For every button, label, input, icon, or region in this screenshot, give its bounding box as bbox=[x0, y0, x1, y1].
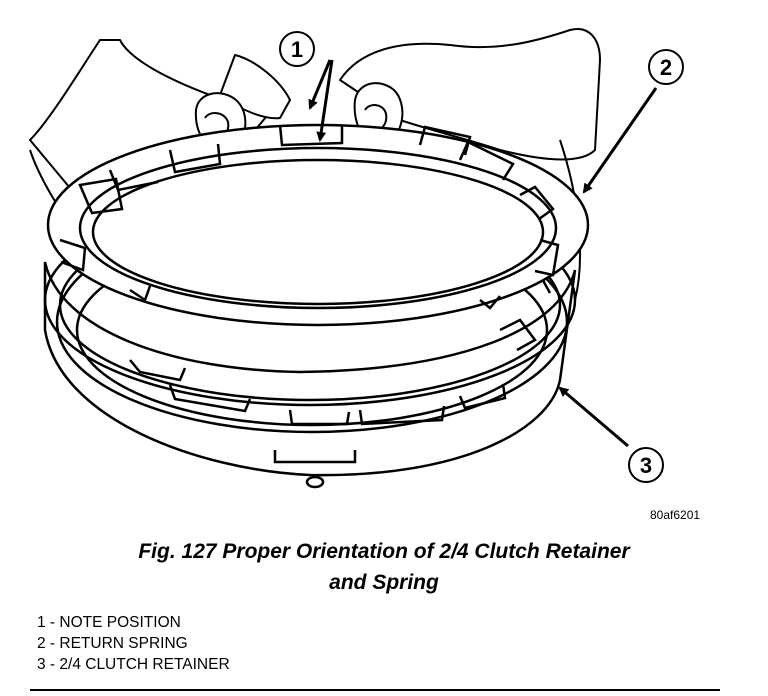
callout-1: 1 bbox=[279, 31, 334, 142]
legend-item: 3 - 2/4 CLUTCH RETAINER bbox=[37, 656, 230, 673]
legend: 1 - NOTE POSITION 2 - RETURN SPRING 3 - … bbox=[37, 612, 230, 675]
figure-id: 80af6201 bbox=[650, 508, 701, 522]
callout-3-number: 3 bbox=[640, 453, 652, 478]
figure-caption: Fig. 127 Proper Orientation of 2/4 Clutc… bbox=[0, 536, 768, 598]
callout-3: 3 bbox=[558, 386, 664, 483]
clutch-retainer-illustration: 1 2 3 bbox=[29, 28, 684, 489]
legend-item: 1 - NOTE POSITION bbox=[37, 614, 181, 631]
legend-item: 2 - RETURN SPRING bbox=[37, 635, 188, 652]
callout-2-number: 2 bbox=[660, 55, 672, 80]
callout-2: 2 bbox=[582, 49, 684, 194]
caption-line-1: Fig. 127 Proper Orientation of 2/4 Clutc… bbox=[138, 540, 630, 563]
return-spring-drawing bbox=[46, 123, 590, 327]
callout-1-number: 1 bbox=[291, 37, 303, 62]
bottom-rule bbox=[30, 689, 720, 691]
caption-line-2: and Spring bbox=[329, 571, 439, 594]
